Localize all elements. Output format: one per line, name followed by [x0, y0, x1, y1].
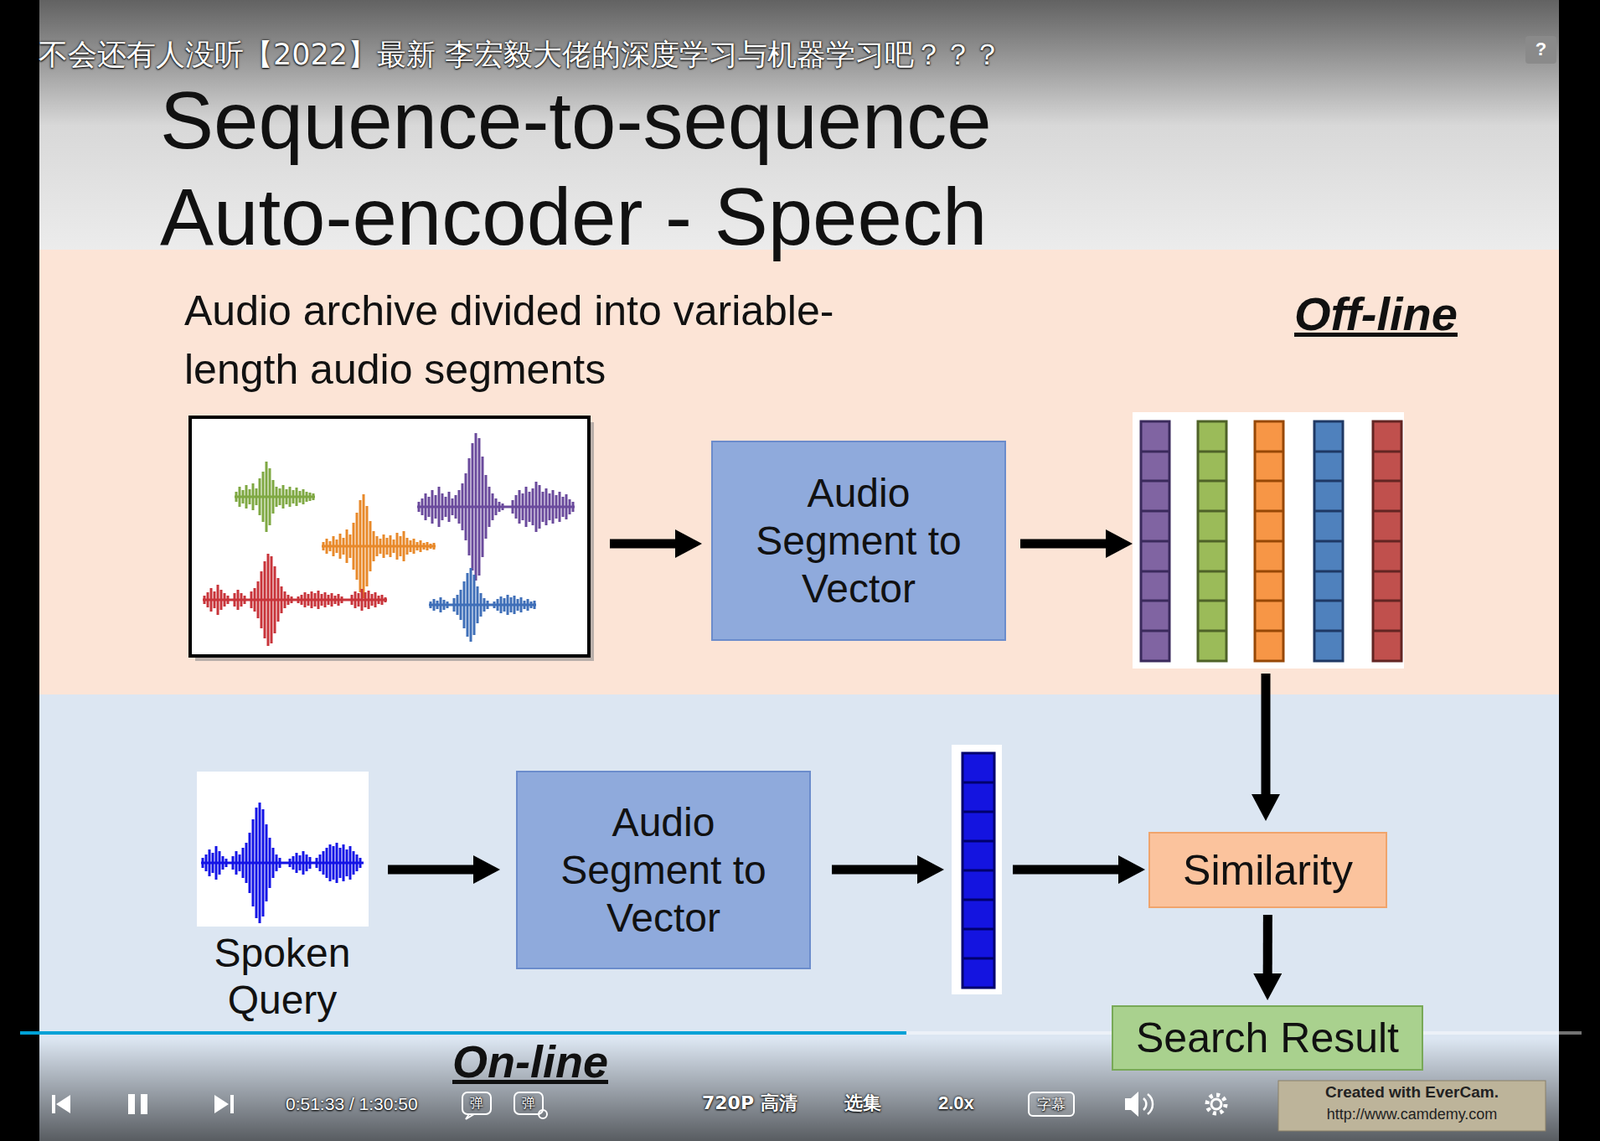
danmaku-toggle: 弹: [469, 1094, 484, 1111]
box-text: Audio Segment to Vector: [551, 798, 776, 942]
quality-button: 720P 高清: [701, 1092, 798, 1115]
process-box: Audio Segment to Vector: [711, 440, 1007, 641]
label-holder: 字幕: [1028, 1092, 1074, 1116]
waveform: [202, 553, 388, 646]
text-holder: Off-line: [1294, 287, 1458, 341]
vector-column: [962, 753, 995, 988]
video-title: 不会还有人没听【2022】最新 李宏毅大佬的深度学习与机器学习吧？？？: [38, 36, 1002, 73]
vector-column: [1254, 421, 1284, 661]
waveform: [417, 433, 575, 581]
player-icons: [462, 1092, 1226, 1120]
bottom-shade: [0, 1038, 1600, 1141]
speed-button: 2.0x: [938, 1092, 975, 1115]
vector-panel: [1132, 412, 1404, 669]
process-box: Audio Segment to Vector: [516, 770, 811, 970]
label-holder: 不会还有人没听【2022】最新 李宏毅大佬的深度学习与机器学习吧？？？: [38, 36, 1002, 73]
slide-title: Sequence-to-sequence Auto-encoder - Spee…: [160, 72, 1065, 265]
subtitle-button: 字幕: [1037, 1095, 1066, 1113]
text-holder: Spoken Query: [198, 929, 367, 1024]
box-text: Search Result: [1135, 1013, 1399, 1063]
vector-column: [1197, 421, 1227, 661]
help-icon-text: ?: [1535, 38, 1547, 61]
flow-arrow: [1263, 914, 1273, 974]
flow-arrow: [387, 543, 1266, 870]
mode-label: Off-line: [1294, 287, 1458, 341]
text-holder: On-line: [452, 1038, 609, 1084]
vector-panel: [951, 744, 1002, 995]
watermark-box: [1278, 1080, 1546, 1131]
watermark-text: Created with EverCam.: [1278, 1083, 1546, 1103]
waveform-box: [190, 417, 589, 656]
mode-label: On-line: [452, 1038, 609, 1084]
player-icons: [51, 1091, 1139, 1117]
watermark-url: http://www.camdemy.com: [1278, 1105, 1546, 1125]
result-box: Search Result: [1111, 1005, 1424, 1071]
label-holder: 0:51:33 / 1:30:50: [285, 1093, 419, 1115]
episode-button: 选集: [844, 1092, 882, 1115]
vector-column: [1314, 421, 1343, 661]
progress-played: [20, 1031, 907, 1035]
band-note: Audio archive divided into variable-leng…: [184, 281, 888, 399]
waveform: [201, 802, 364, 924]
label-holder: Created with EverCam.: [1278, 1083, 1546, 1103]
similarity-box: Similarity: [1148, 831, 1388, 909]
box-text: Audio Segment to Vector: [746, 469, 971, 613]
text-holder: Audio archive divided into variable-leng…: [184, 281, 888, 399]
label-holder: http://www.camdemy.com: [1278, 1105, 1546, 1125]
query-label: Spoken Query: [198, 929, 367, 1024]
query-waveform-ground: [196, 771, 369, 927]
box-text: Similarity: [1182, 846, 1353, 895]
label-holder: 弹: [462, 1092, 491, 1115]
title-holder: Sequence-to-sequence Auto-encoder - Spee…: [160, 72, 1065, 265]
time-display: 0:51:33 / 1:30:50: [285, 1093, 419, 1115]
label-holder: 720P 高清: [701, 1092, 798, 1115]
label-holder: 选集: [844, 1092, 882, 1115]
help-icon: [1525, 36, 1557, 64]
danmaku-settings: 弹: [521, 1094, 536, 1111]
label-holder: ?: [1525, 36, 1557, 64]
label-holder: 2.0x: [938, 1092, 975, 1115]
label-holder: 弹: [514, 1092, 543, 1115]
progress-track: [20, 1031, 1582, 1035]
vector-column: [1140, 421, 1170, 661]
waveform: [234, 461, 315, 532]
waveform: [428, 567, 537, 642]
vector-column: [1372, 421, 1402, 661]
